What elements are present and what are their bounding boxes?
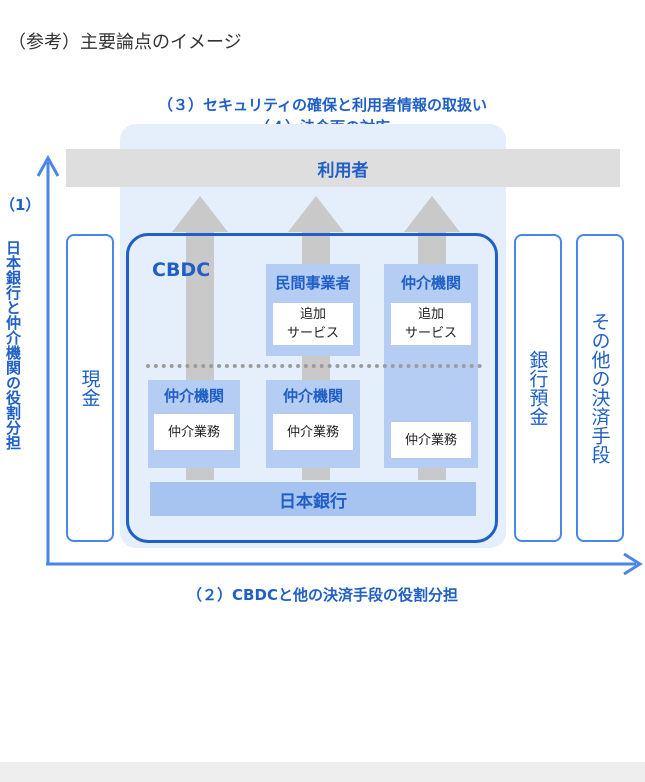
intermediary-column-2: 仲介機関 仲介業務 bbox=[266, 380, 360, 468]
users-bar: 利用者 bbox=[66, 149, 620, 187]
additional-service-line1-2: 追加 bbox=[417, 307, 444, 322]
intermediary-column-1: 仲介機関 仲介業務 bbox=[148, 380, 240, 468]
bank-deposit-label: 銀行預金 bbox=[526, 350, 549, 426]
page-caption: （参考）主要論点のイメージ bbox=[8, 32, 242, 53]
private-business-column: 民間事業者 追加 サービス bbox=[266, 264, 360, 356]
heading-security: （３）セキュリティの確保と利用者情報の取扱い bbox=[157, 96, 488, 114]
intermediary-title-2: 仲介機関 bbox=[282, 387, 343, 405]
vertical-axis-arrowhead bbox=[36, 154, 60, 177]
cbdc-frame bbox=[126, 233, 498, 543]
intermediary-work-3: 仲介業務 bbox=[391, 422, 471, 458]
left-axis-number: （1） bbox=[0, 196, 41, 214]
left-axis-label: 日本銀行と仲介機関の役割分担 bbox=[4, 240, 22, 450]
additional-service-line2-2: サービス bbox=[404, 326, 457, 341]
additional-service-box: 追加 サービス bbox=[273, 303, 353, 345]
bank-of-japan-bar: 日本銀行 bbox=[150, 482, 476, 516]
other-payment-box: その他の決済手段 bbox=[576, 234, 624, 542]
intermediary-work-2: 仲介業務 bbox=[273, 414, 353, 450]
footer-strip bbox=[0, 762, 645, 782]
intermediary-title-1: 仲介機関 bbox=[163, 387, 224, 405]
separator-dotted-line bbox=[146, 364, 482, 368]
private-business-title: 民間事業者 bbox=[275, 274, 351, 292]
cbdc-label: CBDC bbox=[152, 259, 211, 281]
intermediary-work-1: 仲介業務 bbox=[154, 414, 234, 450]
bank-deposit-box: 銀行預金 bbox=[514, 234, 562, 542]
cash-label: 現金 bbox=[78, 369, 101, 407]
horizontal-axis-arrowhead bbox=[623, 552, 643, 576]
cash-box: 現金 bbox=[66, 234, 114, 542]
intermediary-title-3: 仲介機関 bbox=[400, 274, 461, 292]
additional-service-line2: サービス bbox=[286, 326, 339, 341]
additional-service-box-2: 追加 サービス bbox=[391, 303, 471, 345]
bottom-axis-label: （２）CBDCと他の決済手段の役割分担 bbox=[187, 586, 458, 604]
other-payment-label: その他の決済手段 bbox=[588, 312, 611, 464]
additional-service-line1: 追加 bbox=[299, 307, 326, 322]
